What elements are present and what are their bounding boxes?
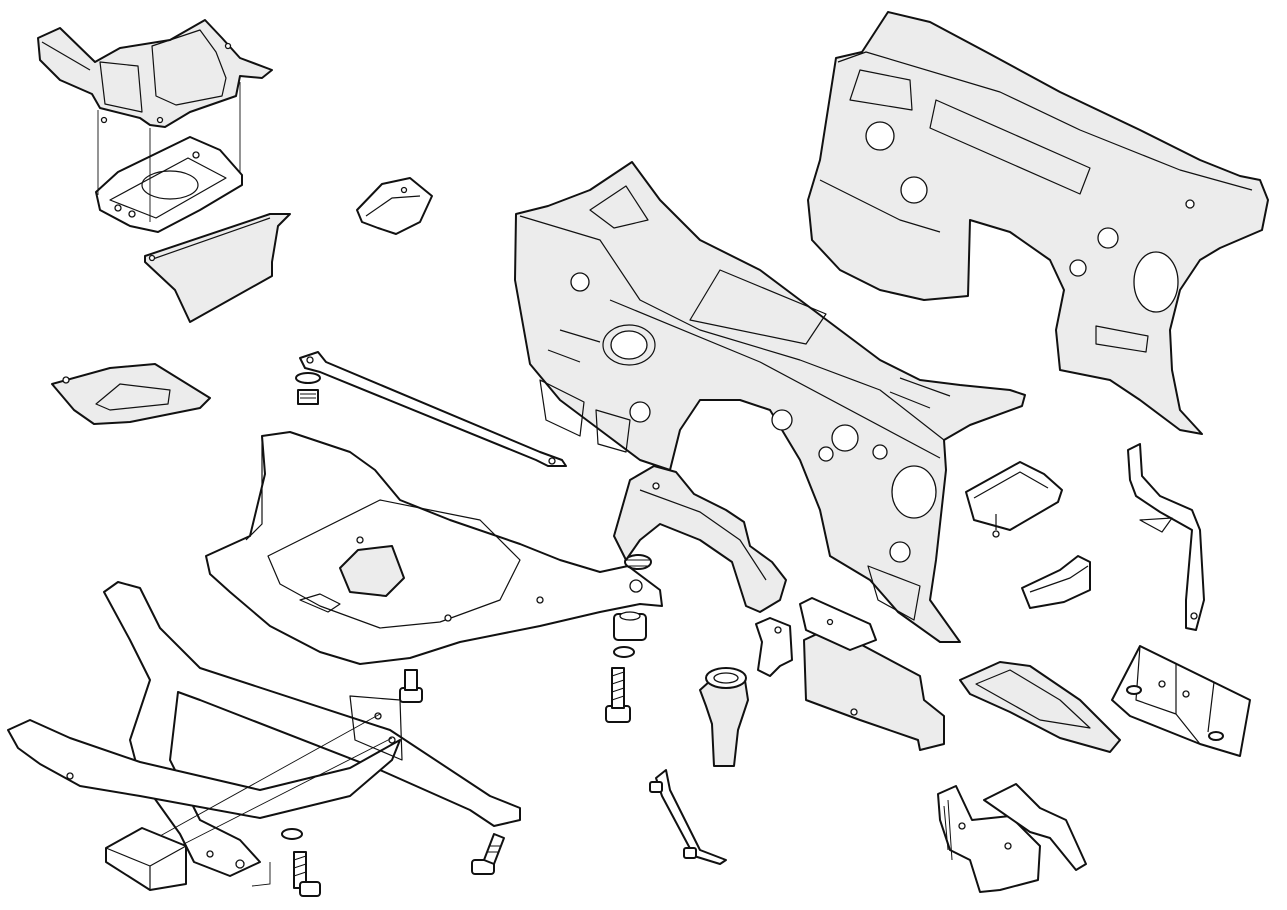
front-subframe-cross-member: [205, 431, 663, 665]
rear-mount-plate: [1111, 645, 1251, 757]
a-pillar-reinforcement: [613, 465, 787, 613]
dash-panel-lower-trim: [144, 213, 291, 323]
hanger-rod-bracket: [1127, 443, 1205, 631]
cowl-bulkhead-panel: [514, 161, 1026, 643]
subframe-bolt: [399, 669, 423, 703]
firewall-panel-rear: [807, 11, 1269, 435]
subframe-bolt: [605, 667, 631, 723]
floor-reinforcement-plate: [51, 363, 211, 425]
subframe-bolt: [295, 372, 321, 405]
dash-panel-bracket-plate: [95, 136, 243, 233]
dash-panel-side-section: [37, 19, 273, 128]
subframe-bolt: [471, 833, 505, 875]
cable-bracket-rod: [649, 769, 727, 865]
heater-box-plate: [755, 597, 945, 751]
inner-sill-plate: [959, 661, 1121, 753]
engine-cradle-x-brace: [7, 581, 521, 877]
hinge-pillar-bracket: [937, 783, 1087, 893]
strut-tie-bar: [299, 351, 567, 467]
rubber-bushing: [613, 554, 652, 658]
side-channel-bracket: [965, 461, 1063, 538]
small-mounting-bracket: [356, 177, 433, 235]
curved-duct-elbow: [699, 667, 749, 767]
corner-bracket: [1021, 555, 1091, 609]
rear-mount-plate: [105, 827, 187, 891]
subframe-bolt: [281, 828, 321, 897]
